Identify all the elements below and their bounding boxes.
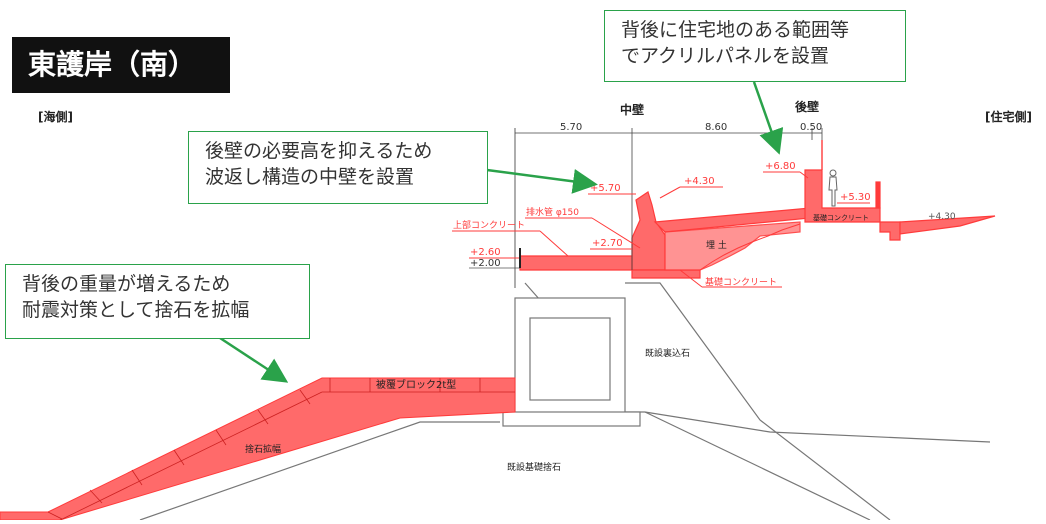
label-sea-side: [海側] bbox=[38, 110, 73, 124]
person-icon bbox=[828, 169, 838, 207]
callout-middle-wall: 後壁の必要高を抑えるため 波返し構造の中壁を設置 bbox=[188, 131, 488, 204]
dim-8-60: 8.60 bbox=[705, 122, 727, 133]
elev-2-70: +2.70 bbox=[592, 238, 623, 249]
callout-middle-wall-line2: 波返し構造の中壁を設置 bbox=[205, 166, 415, 188]
label-existing-foundation: 既設基礎捨石 bbox=[507, 461, 561, 473]
label-fill: 埋 土 bbox=[706, 239, 727, 251]
label-upper-concrete: 上部コンクリート bbox=[453, 219, 525, 231]
elev-5-70: +5.70 bbox=[590, 183, 621, 194]
callout-seismic-line2: 耐震対策として捨石を拡幅 bbox=[22, 299, 250, 321]
elev-5-30: +5.30 bbox=[840, 192, 871, 203]
dim-5-70: 5.70 bbox=[560, 122, 582, 133]
label-base-concrete-right: 基礎コンクリート bbox=[813, 213, 869, 222]
label-residential-side: [住宅側] bbox=[985, 110, 1032, 124]
dim-0-50: 0.50 bbox=[800, 122, 822, 133]
elev-4-30-a: +4.30 bbox=[684, 176, 715, 187]
callout-middle-wall-line1: 後壁の必要高を抑えるため bbox=[205, 140, 433, 162]
label-cover-block: 被覆ブロック2t型 bbox=[376, 378, 456, 391]
callout-acrylic-panel: 背後に住宅地のある範囲等 でアクリルパネルを設置 bbox=[604, 10, 906, 82]
callout-seismic-line1: 背後の重量が増えるため bbox=[22, 273, 231, 295]
callout-arrows bbox=[219, 81, 784, 383]
callout-acrylic-line1: 背後に住宅地のある範囲等 bbox=[621, 19, 850, 41]
label-existing-backfill: 既設裏込石 bbox=[645, 347, 690, 359]
elev-6-80: +6.80 bbox=[765, 161, 796, 172]
callout-acrylic-line2: でアクリルパネルを設置 bbox=[621, 45, 830, 67]
elev-2-60: +2.60 bbox=[470, 247, 501, 258]
label-rubble-widening: 捨石拡幅 bbox=[245, 443, 281, 455]
callout-seismic: 背後の重量が増えるため 耐震対策として捨石を拡幅 bbox=[5, 264, 310, 339]
new-structure bbox=[519, 140, 996, 279]
label-base-concrete-center: 基礎コンクリート bbox=[705, 276, 777, 288]
elevation-leaders bbox=[452, 171, 870, 288]
elev-4-30-b: +4.30 bbox=[928, 212, 956, 222]
existing-caisson bbox=[502, 297, 641, 427]
label-drain-pipe: 排水管 φ150 bbox=[526, 206, 579, 218]
elev-2-00: +2.00 bbox=[470, 258, 501, 269]
label-middle-wall: 中壁 bbox=[620, 102, 644, 117]
label-rear-wall: 後壁 bbox=[795, 99, 819, 114]
page-title: 東護岸（南） bbox=[12, 37, 230, 93]
